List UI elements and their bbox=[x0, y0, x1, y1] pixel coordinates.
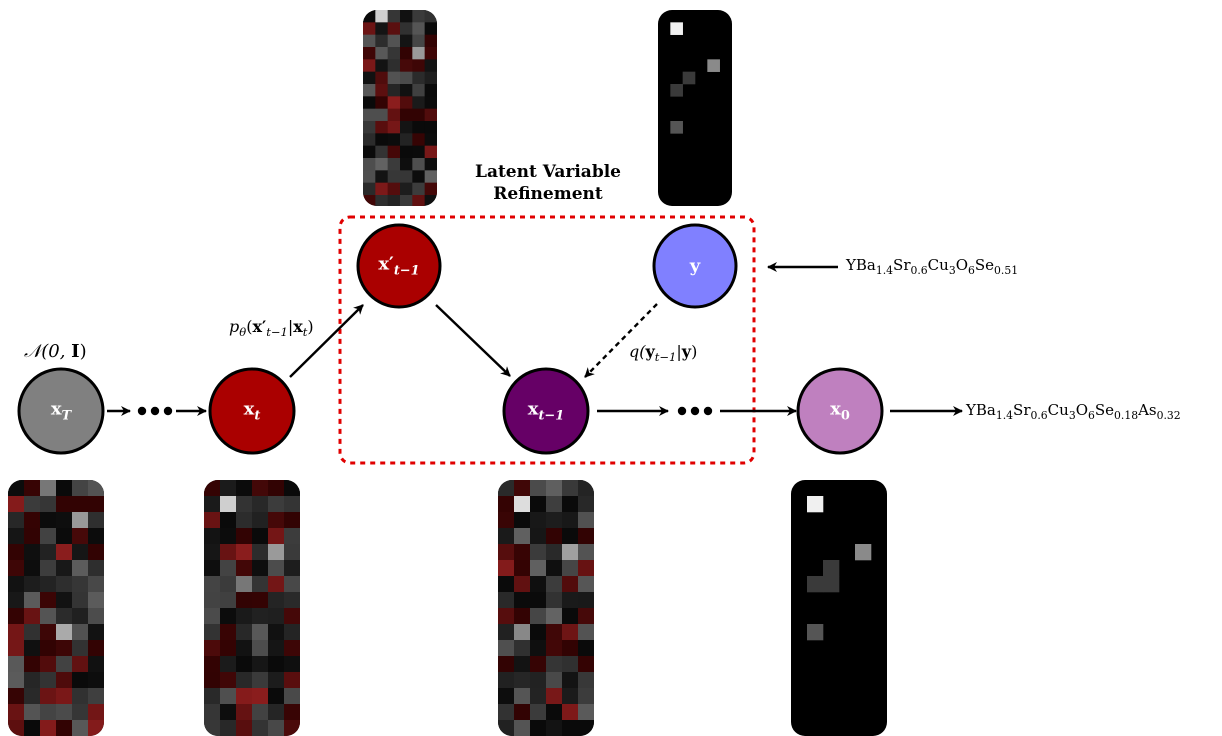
formula-part: Se bbox=[974, 256, 995, 274]
node-y bbox=[652, 223, 738, 309]
formula-part: As bbox=[1138, 401, 1157, 419]
ellipsis-dots bbox=[137, 406, 713, 416]
node-xT bbox=[17, 367, 105, 455]
edges bbox=[107, 262, 963, 416]
formula-part: 0.6 bbox=[910, 264, 928, 277]
node-x0-label: x0 bbox=[830, 398, 850, 424]
strip-xprime bbox=[363, 10, 437, 206]
edge-y-xtm1 bbox=[584, 303, 658, 378]
strip-xt bbox=[204, 480, 300, 736]
input-formula: YBa1.4Sr0.6Cu3O6Se0.51 bbox=[846, 256, 1018, 277]
node-xtm1 bbox=[502, 367, 590, 455]
formula-part: 6 bbox=[968, 264, 975, 277]
formula-part: Cu bbox=[1047, 401, 1069, 419]
prior-label: 𝒩(0, I) bbox=[24, 341, 87, 362]
strip-xtm1 bbox=[498, 480, 594, 736]
node-y-label: y bbox=[689, 255, 701, 277]
strip-y bbox=[658, 10, 732, 206]
formula-part: 3 bbox=[1068, 409, 1076, 422]
output-formula: YBa1.4Sr0.6Cu3O6Se0.18As0.32 bbox=[966, 401, 1181, 422]
latent-heatmaps bbox=[8, 10, 887, 736]
formula-part: YBa bbox=[966, 401, 996, 419]
formula-part: Se bbox=[1094, 401, 1115, 419]
node-xtm1-label: xt−1 bbox=[527, 398, 565, 424]
formula-part: 0.18 bbox=[1114, 409, 1139, 422]
nodes bbox=[17, 223, 884, 455]
node-x0 bbox=[796, 367, 884, 455]
formula-part: O bbox=[955, 256, 968, 274]
formula-part: YBa bbox=[846, 256, 876, 274]
node-xprime-label: x′t−1 bbox=[378, 253, 420, 279]
formula-part: 0.51 bbox=[994, 264, 1019, 277]
formula-part: 3 bbox=[948, 264, 956, 277]
formula-part: O bbox=[1075, 401, 1088, 419]
formula-part: 6 bbox=[1088, 409, 1095, 422]
node-xprime bbox=[356, 223, 442, 309]
formula-part: Sr bbox=[1013, 401, 1031, 419]
formula-part: Cu bbox=[927, 256, 949, 274]
refinement-title: Latent Variable Refinement bbox=[474, 162, 621, 204]
refinement-box bbox=[338, 215, 756, 465]
conditioning-q-label: q(yt−1|y) bbox=[629, 342, 698, 365]
edge-xt-xprime bbox=[289, 304, 364, 378]
strip-x0 bbox=[791, 480, 887, 736]
node-xT-label: xT bbox=[50, 398, 72, 424]
strip-xT bbox=[8, 480, 104, 736]
formula-part: 0.6 bbox=[1030, 409, 1048, 422]
formula-part: Sr bbox=[893, 256, 911, 274]
node-xt-label: xt bbox=[243, 398, 261, 424]
formula-part: 1.4 bbox=[995, 409, 1014, 422]
edge-xprime-xtm1 bbox=[435, 304, 511, 377]
node-xt bbox=[208, 367, 296, 455]
formula-part: 1.4 bbox=[875, 264, 894, 277]
transition-p-label: pθ(x′t−1|xt) bbox=[229, 317, 314, 340]
formula-part: 0.32 bbox=[1156, 409, 1181, 422]
